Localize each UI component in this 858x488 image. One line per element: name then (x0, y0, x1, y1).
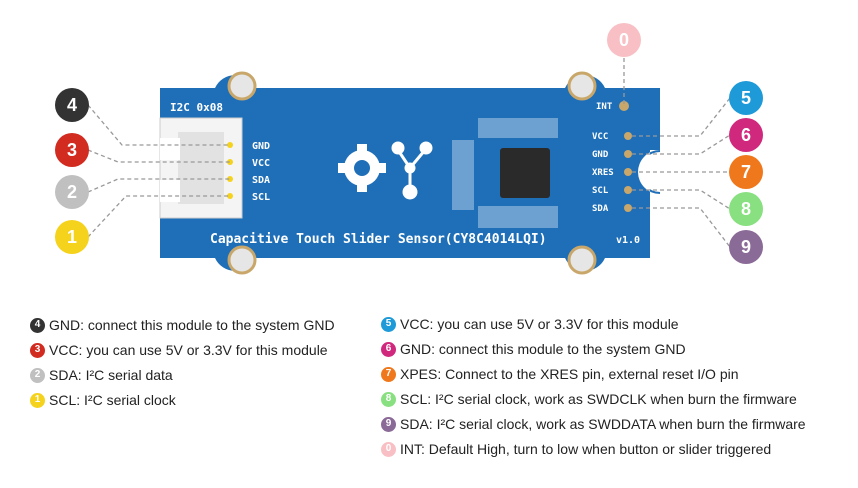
legend-item-8: 8 SCL: I²C serial clock, work as SWDCLK … (381, 391, 797, 407)
number-1-icon: 1 (30, 392, 45, 408)
board-version: v1.0 (616, 235, 640, 246)
number-8-icon: 8 (381, 391, 396, 407)
number-3-icon: 3 (30, 342, 45, 358)
callout-bubble-6: 6 (729, 118, 763, 152)
number-0-icon: 0 (381, 441, 396, 457)
number-5-icon: 5 (381, 316, 396, 332)
i2c-address-label: I2C 0x08 (170, 101, 223, 114)
gear-logo-icon (338, 144, 386, 192)
callout-bubble-5: 5 (729, 81, 763, 115)
pin-sda-left: SDA (252, 175, 270, 186)
grove-connector (159, 117, 243, 219)
network-logo-icon (391, 141, 433, 200)
pin-int: INT (596, 102, 613, 112)
mount-hole-icon (567, 71, 597, 101)
callout-bubble-4: 4 (55, 88, 89, 122)
svg-text:2: 2 (67, 182, 77, 202)
svg-text:0: 0 (619, 30, 629, 50)
svg-text:9: 9 (741, 237, 751, 257)
legend-item-7: 7 XPES: Connect to the XRES pin, externa… (381, 366, 739, 382)
legend-text: SCL: I²C serial clock, work as SWDCLK wh… (400, 391, 797, 407)
svg-text:5: 5 (741, 88, 751, 108)
pin-vcc-left: VCC (252, 158, 270, 169)
callout-bubble-2: 2 (55, 175, 89, 209)
mount-hole-icon (227, 71, 257, 101)
legend-item-3: 3 VCC: you can use 5V or 3.3V for this m… (30, 342, 328, 358)
left-pin-labels: GND VCC SDA SCL (227, 141, 270, 203)
svg-text:3: 3 (67, 140, 77, 160)
callout-bubble-1: 1 (55, 220, 89, 254)
svg-text:4: 4 (67, 95, 77, 115)
right-pin-labels: VCC GND XRES SCL SDA INT (592, 101, 632, 214)
number-6-icon: 6 (381, 341, 396, 357)
pin-scl-left: SCL (252, 192, 270, 203)
legend-text: INT: Default High, turn to low when butt… (400, 441, 772, 457)
callout-bubble-8: 8 (729, 192, 763, 226)
mount-hole-icon (227, 245, 257, 275)
callout-bubble-0: 0 (607, 23, 641, 57)
legend-item-1: 1 SCL: I²C serial clock (30, 392, 176, 408)
legend-text: SDA: I²C serial clock, work as SWDDATA w… (400, 416, 806, 432)
chip-area (452, 118, 558, 228)
legend-text: SCL: I²C serial clock (49, 392, 176, 408)
legend-text: VCC: you can use 5V or 3.3V for this mod… (400, 316, 679, 332)
number-7-icon: 7 (381, 366, 396, 382)
legend-text: SDA: I²C serial data (49, 367, 173, 383)
callout-bubble-3: 3 (55, 133, 89, 167)
mount-hole-icon (567, 245, 597, 275)
legend-item-9: 9 SDA: I²C serial clock, work as SWDDATA… (381, 416, 806, 432)
legend-text: VCC: you can use 5V or 3.3V for this mod… (49, 342, 328, 358)
svg-text:1: 1 (67, 227, 77, 247)
pin-gnd-left: GND (252, 141, 270, 152)
pin-scl-right: SCL (592, 186, 609, 196)
legend-item-5: 5 VCC: you can use 5V or 3.3V for this m… (381, 316, 679, 332)
callout-bubble-7: 7 (729, 155, 763, 189)
pin-xres-right: XRES (592, 168, 614, 178)
svg-text:8: 8 (741, 199, 751, 219)
svg-text:6: 6 (741, 125, 751, 145)
legend-item-6: 6 GND: connect this module to the system… (381, 341, 686, 357)
legend-item-0: 0 INT: Default High, turn to low when bu… (381, 441, 771, 457)
number-4-icon: 4 (30, 317, 45, 333)
svg-text:7: 7 (741, 162, 751, 182)
callout-bubble-9: 9 (729, 230, 763, 264)
pin-vcc-right: VCC (592, 132, 608, 142)
legend-text: GND: connect this module to the system G… (49, 317, 335, 333)
legend-text: GND: connect this module to the system G… (400, 341, 686, 357)
pin-sda-right: SDA (592, 204, 609, 214)
board-title: Capacitive Touch Slider Sensor(CY8C4014L… (210, 232, 547, 247)
legend-item-4: 4 GND: connect this module to the system… (30, 317, 335, 333)
legend-text: XPES: Connect to the XRES pin, external … (400, 366, 739, 382)
number-9-icon: 9 (381, 416, 396, 432)
leader-lines (87, 58, 731, 248)
number-2-icon: 2 (30, 367, 45, 383)
pin-gnd-right: GND (592, 150, 609, 160)
legend-item-2: 2 SDA: I²C serial data (30, 367, 173, 383)
